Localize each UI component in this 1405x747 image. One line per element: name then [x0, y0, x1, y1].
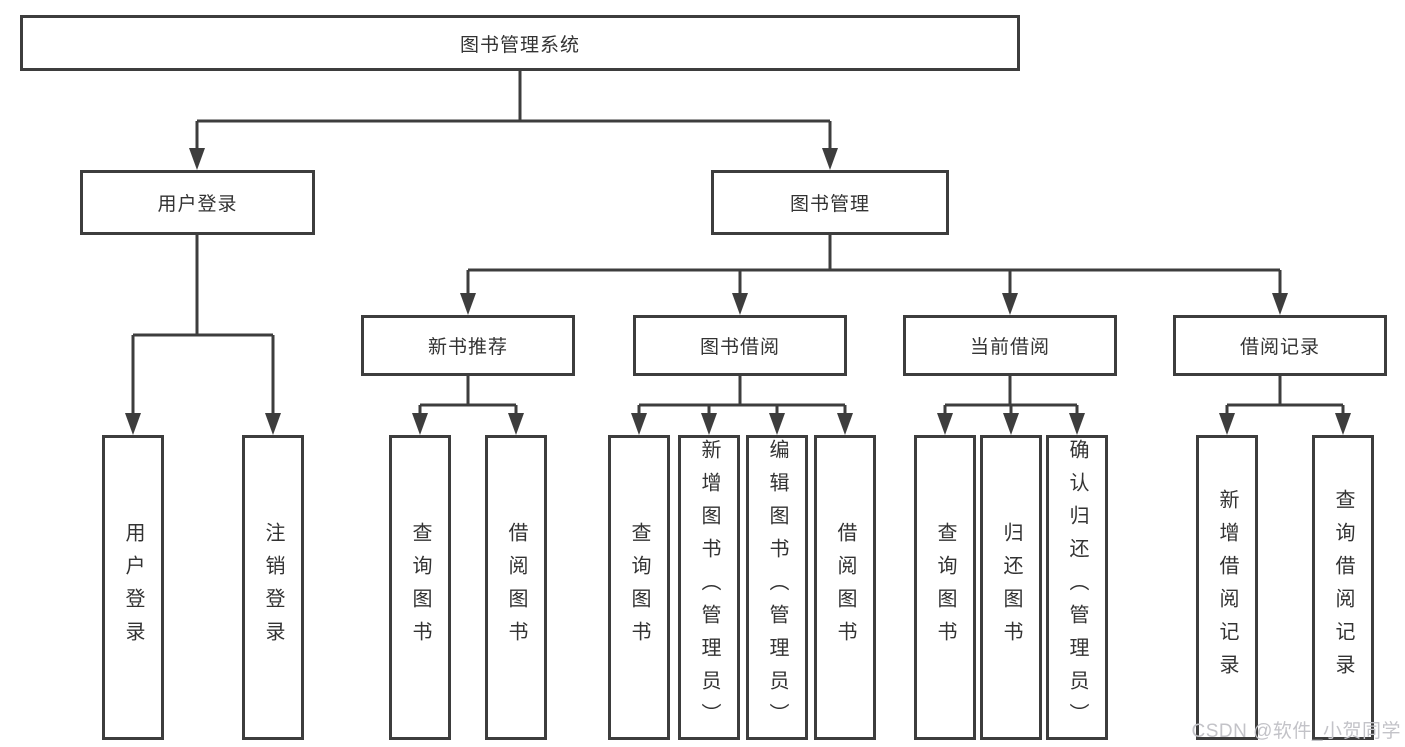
arrow-down-icon	[125, 413, 141, 435]
arrow-down-icon	[822, 148, 838, 170]
leaf-bb-edit-books: 编辑图书（管理员）	[746, 435, 808, 740]
leaf-cb-return-books: 归还图书	[980, 435, 1042, 740]
leaf-br-query-record-label: 查询借阅记录	[1332, 488, 1354, 687]
leaf-cb-query-books-label: 查询图书	[934, 521, 956, 654]
leaf-logout: 注销登录	[242, 435, 304, 740]
tree-edges	[131, 70, 1345, 415]
leaf-br-query-record: 查询借阅记录	[1312, 435, 1374, 740]
node-borrow-record: 借阅记录	[1173, 315, 1387, 376]
leaf-br-add-record-label: 新增借阅记录	[1216, 488, 1238, 687]
leaf-bb-borrow-books-label: 借阅图书	[834, 521, 856, 654]
leaf-cb-confirm-return-label: 确认归还（管理员）	[1066, 439, 1088, 736]
arrow-down-icon	[631, 413, 647, 435]
node-book-borrow-label: 图书借阅	[699, 337, 780, 358]
arrow-down-icon	[1069, 413, 1085, 435]
node-new-book-recommend-label: 新书推荐	[427, 337, 508, 358]
leaf-bb-query-books: 查询图书	[608, 435, 670, 740]
arrow-down-icon	[508, 413, 524, 435]
arrow-down-icon	[769, 413, 785, 435]
leaf-bb-add-books: 新增图书（管理员）	[678, 435, 740, 740]
leaf-logout-label: 注销登录	[262, 521, 284, 654]
leaf-bb-edit-books-label: 编辑图书（管理员）	[766, 439, 788, 736]
leaf-nbr-query-books: 查询图书	[389, 435, 451, 740]
leaf-cb-confirm-return: 确认归还（管理员）	[1046, 435, 1108, 740]
leaf-nbr-query-books-label: 查询图书	[409, 521, 431, 654]
arrow-down-icon	[1003, 413, 1019, 435]
arrow-down-icon	[265, 413, 281, 435]
leaf-user-login: 用户登录	[102, 435, 164, 740]
arrow-down-icon	[412, 413, 428, 435]
node-current-borrow: 当前借阅	[903, 315, 1117, 376]
leaf-nbr-borrow-books: 借阅图书	[485, 435, 547, 740]
arrow-down-icon	[837, 413, 853, 435]
arrow-down-icon	[1272, 293, 1288, 315]
node-user-login: 用户登录	[80, 170, 315, 235]
leaf-bb-add-books-label: 新增图书（管理员）	[698, 439, 720, 736]
node-book-management: 图书管理	[711, 170, 949, 235]
arrowheads	[125, 148, 1351, 435]
arrow-down-icon	[937, 413, 953, 435]
node-library-system: 图书管理系统	[20, 15, 1020, 71]
node-book-borrow: 图书借阅	[633, 315, 847, 376]
arrow-down-icon	[1002, 293, 1018, 315]
arrow-down-icon	[189, 148, 205, 170]
arrow-down-icon	[1219, 413, 1235, 435]
node-book-management-label: 图书管理	[789, 194, 870, 215]
arrow-down-icon	[732, 293, 748, 315]
leaf-bb-borrow-books: 借阅图书	[814, 435, 876, 740]
node-library-system-label: 图书管理系统	[459, 34, 580, 56]
node-current-borrow-label: 当前借阅	[969, 337, 1050, 358]
csdn-watermark: CSDN @软件_小贺同学	[1191, 721, 1401, 742]
node-user-login-label: 用户登录	[157, 194, 238, 215]
arrow-down-icon	[1335, 413, 1351, 435]
node-borrow-record-label: 借阅记录	[1239, 337, 1320, 358]
leaf-bb-query-books-label: 查询图书	[628, 521, 650, 654]
leaf-cb-return-books-label: 归还图书	[1000, 521, 1022, 654]
node-new-book-recommend: 新书推荐	[361, 315, 575, 376]
leaf-cb-query-books: 查询图书	[914, 435, 976, 740]
arrow-down-icon	[460, 293, 476, 315]
leaf-user-login-label: 用户登录	[122, 521, 144, 654]
leaf-nbr-borrow-books-label: 借阅图书	[505, 521, 527, 654]
arrow-down-icon	[701, 413, 717, 435]
leaf-br-add-record: 新增借阅记录	[1196, 435, 1258, 740]
